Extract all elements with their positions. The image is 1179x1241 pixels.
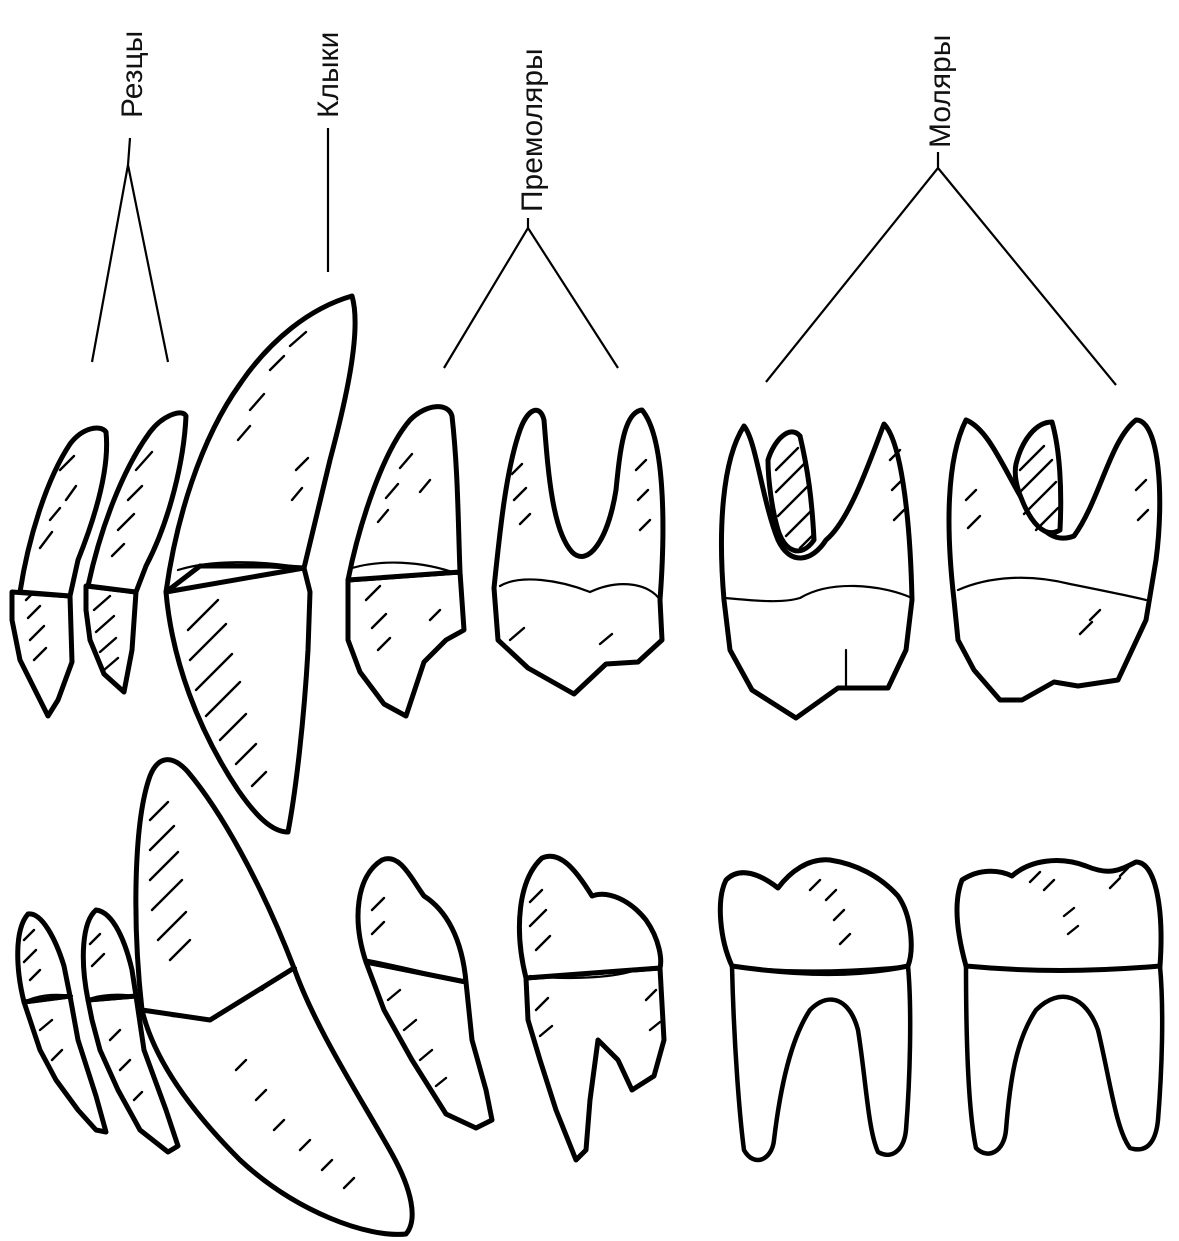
leader-lines: [92, 128, 1116, 385]
upper-premolar-1: [348, 407, 464, 716]
lower-premolar-1: [358, 859, 492, 1128]
upper-molar-1: [721, 424, 912, 718]
label-molars: Моляры: [924, 35, 957, 148]
leader-premolars: [444, 218, 618, 368]
lower-molar-2: [957, 861, 1162, 1154]
upper-canine: [166, 296, 355, 832]
upper-molar-2: [949, 420, 1160, 700]
leader-molars: [766, 152, 1116, 385]
label-premolars: Премоляры: [516, 48, 549, 212]
label-incisors: Резцы: [116, 31, 149, 118]
lower-premolar-2: [519, 856, 664, 1160]
lower-molar-1: [720, 860, 911, 1160]
leader-incisors: [92, 138, 168, 362]
label-canines: Клыки: [312, 32, 345, 118]
upper-premolar-2: [494, 410, 663, 694]
